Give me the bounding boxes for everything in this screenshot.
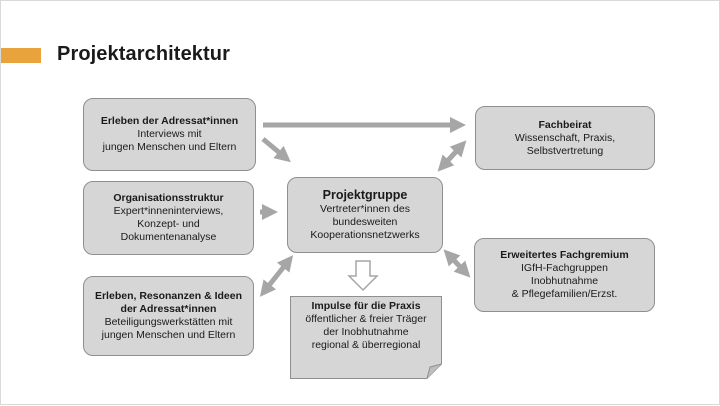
node-line: Selbstvertretung: [526, 144, 604, 157]
node-line: Interviews mit: [137, 128, 202, 140]
node-erweitertes-fachgremium: Erweitertes Fachgremium IGfH-Fachgruppen…: [474, 238, 655, 312]
node-line: Expert*inneninterviews,: [113, 205, 224, 217]
document-shape: [290, 296, 442, 379]
node-line: öffentlicher & freier Träger: [305, 313, 427, 325]
node-erleben-resonanzen: Erleben, Resonanzen & Ideen der Adressat…: [83, 276, 254, 356]
node-line: Inobhutnahme: [530, 275, 599, 287]
arrow-projektgruppe-fachgremium: [443, 249, 471, 278]
arrow-projektgruppe-resonanzen: [259, 255, 294, 297]
arrow-projektgruppe-fachbeirat: [437, 140, 467, 172]
node-line: Beteiligungswerkstätten mit: [104, 316, 233, 328]
node-fachbeirat: Fachbeirat Wissenschaft, Praxis, Selbstv…: [475, 106, 655, 170]
node-heading: Organisationsstruktur: [113, 192, 224, 204]
title-accent-bar: [1, 48, 41, 63]
node-line: Dokumentenanalyse: [120, 231, 217, 243]
node-heading: Impulse für die Praxis: [311, 300, 421, 312]
arrow-adressaten-to-projektgruppe: [261, 137, 291, 163]
arrow-projektgruppe-to-impulse: [347, 260, 379, 292]
node-line: Konzept- und: [137, 218, 200, 230]
node-line: & Pflegefamilien/Erzst.: [511, 288, 618, 300]
node-heading: Projektgruppe: [322, 188, 408, 202]
node-projektgruppe: Projektgruppe Vertreter*innen des bundes…: [287, 177, 443, 253]
node-organisationsstruktur: Organisationsstruktur Expert*inneninterv…: [83, 181, 254, 255]
node-heading: der Adressat*innen: [120, 303, 217, 315]
node-erleben-adressaten: Erleben der Adressat*innen Interviews mi…: [83, 98, 256, 171]
node-line: jungen Menschen und Eltern: [102, 141, 237, 153]
node-line: jungen Menschen und Eltern: [101, 329, 236, 341]
node-line: Wissenschaft, Praxis,: [514, 131, 616, 144]
node-line: bundesweiten: [332, 216, 398, 228]
node-line: IGfH-Fachgruppen: [521, 262, 608, 274]
node-heading: Fachbeirat: [538, 118, 592, 131]
node-line: der Inobhutnahme: [323, 326, 409, 338]
node-line: Kooperationsnetzwerks: [310, 229, 420, 241]
slide-title: Projektarchitektur: [57, 43, 230, 65]
node-heading: Erleben, Resonanzen & Ideen: [94, 290, 243, 302]
node-impulse-praxis: Impulse für die Praxis öffentlicher & fr…: [290, 300, 442, 352]
node-heading: Erweitertes Fachgremium: [500, 249, 629, 261]
node-heading: Erleben der Adressat*innen: [100, 115, 239, 127]
node-line: Vertreter*innen des: [320, 203, 410, 215]
node-line: regional & überregional: [311, 339, 421, 351]
